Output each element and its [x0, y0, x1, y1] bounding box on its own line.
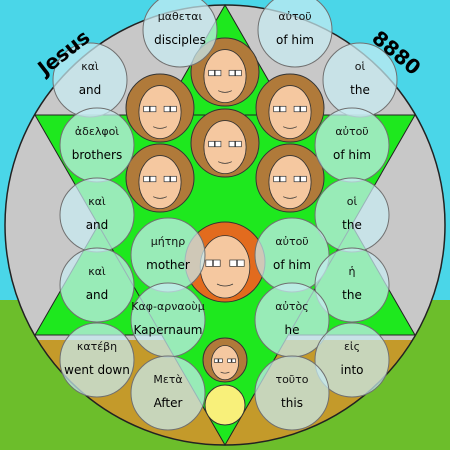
bubble-circle: [314, 107, 390, 183]
english-word: After: [154, 396, 183, 410]
greek-word: αὐτοῦ: [278, 10, 311, 23]
word-bubble-left-5: κατέβη went down: [59, 322, 135, 398]
child-halo: [204, 384, 246, 426]
bubble-circle: [59, 177, 135, 253]
word-bubble-right-2: αὐτοῦ of him: [314, 107, 390, 183]
english-word: he: [285, 323, 300, 337]
english-word: and: [79, 83, 102, 97]
english-word: of him: [333, 148, 371, 162]
english-word: and: [86, 218, 109, 232]
bubble-circle: [314, 322, 390, 398]
greek-word: Μετὰ: [153, 373, 182, 386]
english-word: went down: [64, 363, 130, 377]
figures-group: [125, 37, 325, 426]
word-bubble-inner-right-1: αὐτοῦ of him: [254, 217, 330, 293]
bubble-circle: [130, 217, 206, 293]
word-bubble-inner-right-2: αὐτὸς he: [254, 282, 330, 358]
bubble-circle: [130, 355, 206, 431]
greek-word: καὶ: [88, 195, 106, 208]
word-bubble-bottom-right: τοῦτο this: [254, 355, 330, 431]
greek-word: κατέβη: [77, 340, 117, 353]
greek-word: αὐτοῦ: [335, 125, 368, 138]
word-bubble-left-2: ἀδελφοὶ brothers: [59, 107, 135, 183]
greek-word: τοῦτο: [275, 373, 308, 386]
english-word: this: [281, 396, 303, 410]
english-word: the: [342, 218, 362, 232]
bubble-circle: [142, 0, 218, 68]
greek-word: οἱ: [355, 60, 366, 73]
english-word: of him: [276, 33, 314, 47]
english-word: brothers: [72, 148, 123, 162]
bubble-circle: [314, 247, 390, 323]
bubble-circle: [254, 355, 330, 431]
english-word: mother: [146, 258, 190, 272]
english-word: the: [350, 83, 370, 97]
bubble-circle: [59, 107, 135, 183]
figure-row3-right: [255, 143, 325, 213]
figure-row3-left: [125, 143, 195, 213]
word-bubble-right-4: ἡ the: [314, 247, 390, 323]
word-bubble-inner-left-1: μήτηρ mother: [130, 217, 206, 293]
figure-row2-left: [125, 73, 195, 143]
figure-mother: [184, 221, 266, 303]
word-bubble-top-center-2: αὐτοῦ of him: [257, 0, 333, 68]
greek-word: καὶ: [81, 60, 99, 73]
greek-word: Καφ-αρναοὺμ: [131, 300, 204, 313]
figure-child: [202, 337, 248, 383]
word-bubble-top-center-1: μαθεται disciples: [142, 0, 218, 68]
bubble-circle: [59, 322, 135, 398]
bubble-circle: [130, 282, 206, 358]
figure-row2-right: [255, 73, 325, 143]
greek-word: καὶ: [88, 265, 106, 278]
greek-word: αὐτὸς: [275, 300, 308, 313]
bubble-circle: [257, 0, 333, 68]
word-bubble-left-3: καὶ and: [59, 177, 135, 253]
greek-word: μήτηρ: [151, 235, 186, 248]
english-word: the: [342, 288, 362, 302]
word-bubble-right-1: οἱ the: [322, 42, 398, 118]
word-bubble-left-4: καὶ and: [59, 247, 135, 323]
word-bubbles: μαθεται disciples αὐτοῦ of him καὶ and οἱ the ἀδ…: [52, 0, 398, 431]
greek-word: οἱ: [347, 195, 358, 208]
greek-word: εἰς: [344, 340, 360, 353]
figure-top: [190, 37, 260, 107]
greek-word: μαθεται: [158, 10, 203, 23]
greek-word: αὐτοῦ: [275, 235, 308, 248]
figure-center: [190, 108, 260, 178]
english-word: into: [341, 363, 364, 377]
word-bubble-right-5: εἰς into: [314, 322, 390, 398]
bubble-circle: [59, 247, 135, 323]
english-word: of him: [273, 258, 311, 272]
english-word: and: [86, 288, 109, 302]
english-word: disciples: [154, 33, 206, 47]
english-word: Kapernaum: [134, 323, 203, 337]
greek-word: ἀδελφοὶ: [75, 125, 119, 138]
greek-word: ἡ: [349, 265, 356, 278]
